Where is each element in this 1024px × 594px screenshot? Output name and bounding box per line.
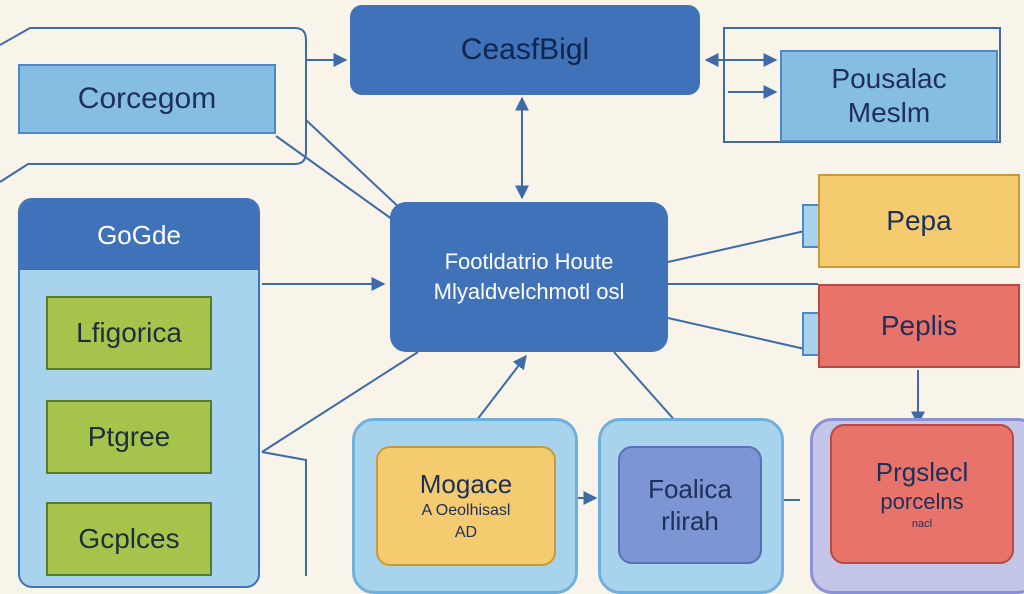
panel-item: Lfigorica <box>46 296 212 370</box>
panel-item-label: Ptgree <box>87 421 171 452</box>
node-top: CeasfBigl <box>350 5 700 95</box>
node-bottom-blue-line1: Foalica <box>648 474 732 504</box>
panel-item-label: Lfigorica <box>76 317 182 348</box>
line-center-yellow <box>667 227 819 263</box>
node-bottom-blue-line2: rlirah <box>661 506 719 536</box>
line-left-center-1 <box>305 119 405 213</box>
node-red-right: Peplis <box>818 284 1020 368</box>
node-yellow-right: Pepa <box>818 174 1020 268</box>
left-bracket <box>0 27 307 183</box>
node-bottom-yellow-line3: AD <box>454 524 478 541</box>
node-bottom-red-line2: porcelns <box>880 489 964 514</box>
node-bottom-blue: Foalica rlirah <box>618 446 762 564</box>
left-panel: GoGde Lfigorica Ptgree Gcplces <box>18 198 260 588</box>
panel-item: Ptgree <box>46 400 212 474</box>
node-center-line2: Mlyaldvelchmotl osl <box>433 279 625 304</box>
node-left-label: Corcegom <box>77 82 217 115</box>
line-bottom-left <box>261 451 307 576</box>
node-bottom-yellow-line1: Mogace <box>419 469 513 499</box>
node-center-line1: Footldatrio Houte <box>444 249 614 274</box>
left-panel-header: GoGde <box>20 200 258 270</box>
node-bottom-yellow: Mogace A Oeolhisasl AD <box>376 446 556 566</box>
node-top-label: CeasfBigl <box>460 33 590 66</box>
panel-item-label: Gcplces <box>78 523 180 554</box>
node-right-line1: Pousalac <box>831 63 947 94</box>
node-bottom-yellow-line2: A Oeolhisasl <box>421 502 511 519</box>
node-right-line2: Meslm <box>847 97 931 128</box>
node-bottom-red-line1: Prgslecl <box>875 457 969 487</box>
line-panel-center-low <box>261 351 419 453</box>
right-bracket <box>723 27 1001 143</box>
left-panel-title: GoGde <box>97 219 181 250</box>
node-red-right-label: Peplis <box>880 310 958 341</box>
node-bottom-red: Prgslecl porcelns nacl <box>830 424 1014 564</box>
node-center: Footldatrio Houte Mlyaldvelchmotl osl <box>390 202 668 352</box>
panel-item: Gcplces <box>46 502 212 576</box>
line-left-center-2 <box>275 135 397 223</box>
node-right: Pousalac Meslm <box>780 50 998 142</box>
node-yellow-right-label: Pepa <box>886 205 952 236</box>
node-left: Corcegom <box>18 64 276 134</box>
node-bottom-red-line3: nacl <box>911 518 933 530</box>
line-center-red <box>667 317 819 353</box>
